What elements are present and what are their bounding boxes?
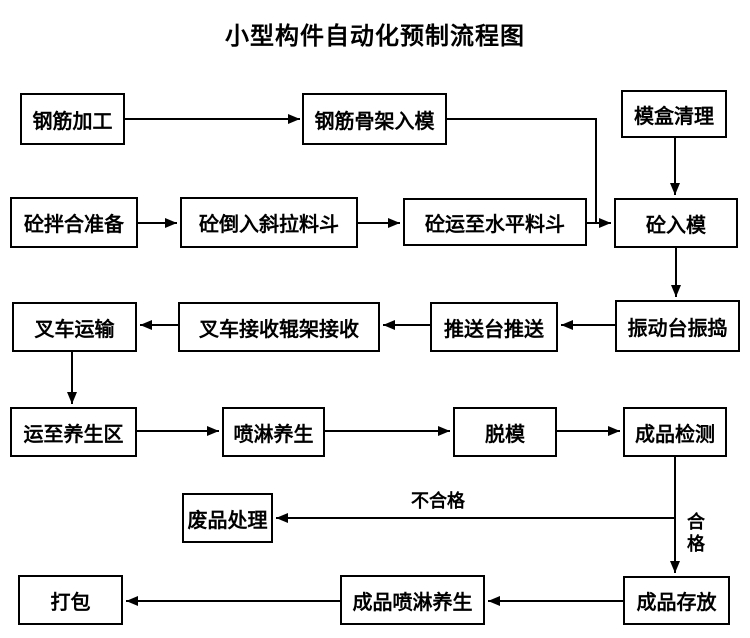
node-label: 喷淋养生 (233, 421, 314, 446)
node-rebar-processing: 钢筋加工 (20, 93, 125, 145)
node-demolding: 脱模 (453, 407, 557, 457)
node-waste-disposal: 废品处理 (182, 493, 273, 543)
arrowhead-rebar-to-skeleton (288, 114, 300, 124)
arrowhead-mixprep-to-incline-hopper (165, 218, 177, 228)
arrowhead-moldbox-to-concrete-mold (670, 183, 680, 195)
node-concrete-into-incline-hopper: 砼倒入斜拉料斗 (180, 197, 358, 248)
arrowhead-vibration-to-push (561, 320, 573, 330)
arrowhead-mold-to-vibration (671, 285, 681, 297)
node-push-platform-push: 推送台推送 (430, 302, 558, 352)
node-packing: 打包 (18, 575, 123, 625)
arrowhead-inspection-pass-to-storage (670, 561, 680, 573)
arrowhead-storage-to-final-spray (488, 596, 500, 606)
node-forklift-roller-rack-receive: 叉车接收辊架接收 (178, 302, 380, 352)
node-label: 脱模 (485, 421, 525, 446)
arrowhead-demold-to-inspection (608, 426, 620, 436)
arrowhead-skeleton-to-concrete-mold (599, 218, 611, 228)
node-label: 打包 (50, 589, 91, 614)
node-label: 叉车运输 (34, 316, 115, 341)
diagram-title: 小型构件自动化预制流程图 (225, 22, 525, 50)
arrowhead-spray-to-demold (438, 426, 450, 436)
arrowhead-push-to-roller-receive (383, 320, 395, 330)
node-label: 砼拌合准备 (24, 212, 124, 236)
node-product-spray-curing: 成品喷淋养生 (340, 575, 485, 625)
node-label: 成品检测 (635, 421, 715, 446)
edge-label-fail: 不合格 (405, 487, 471, 513)
node-label: 废品处理 (187, 507, 268, 532)
arrowhead-inspection-fail-to-waste (276, 513, 288, 523)
node-label: 模盒清理 (634, 103, 714, 128)
node-label: 砼入模 (646, 212, 706, 237)
node-label: 叉车接收辊架接收 (199, 316, 359, 341)
arrowhead-receive-to-forklift (140, 320, 152, 330)
node-forklift-transport: 叉车运输 (12, 302, 137, 352)
node-product-inspection: 成品检测 (623, 407, 727, 457)
arrowhead-final-spray-to-packing (126, 596, 138, 606)
node-label: 成品喷淋养生 (352, 589, 473, 614)
node-rebar-skeleton-into-mold: 钢筋骨架入模 (302, 93, 447, 145)
node-label: 钢筋骨架入模 (314, 108, 435, 133)
node-mold-box-cleaning: 模盒清理 (621, 90, 727, 138)
edge-label-pass: 合 格 (685, 512, 707, 556)
arrowhead-curing-area-to-spray (207, 426, 219, 436)
node-transport-to-curing-area: 运至养生区 (10, 407, 137, 457)
node-label: 推送台推送 (444, 316, 544, 341)
node-concrete-into-mold: 砼入模 (614, 198, 738, 248)
node-label: 砼运至水平料斗 (425, 211, 565, 236)
node-concrete-mixing-preparation: 砼拌合准备 (10, 197, 138, 248)
node-spray-curing: 喷淋养生 (222, 407, 325, 457)
node-product-storage: 成品存放 (623, 576, 730, 625)
node-vibration-table-vibrate: 振动台振捣 (615, 300, 740, 352)
arrowhead-incline-to-horizontal (388, 218, 400, 228)
node-label: 砼倒入斜拉料斗 (199, 212, 339, 236)
node-label: 运至养生区 (23, 421, 124, 446)
node-concrete-to-horizontal-hopper: 砼运至水平料斗 (403, 198, 587, 246)
node-label: 振动台振捣 (627, 315, 728, 340)
node-label: 钢筋加工 (32, 108, 113, 133)
node-label: 成品存放 (636, 590, 717, 614)
arrowhead-forklift-to-curing-area (67, 392, 77, 404)
